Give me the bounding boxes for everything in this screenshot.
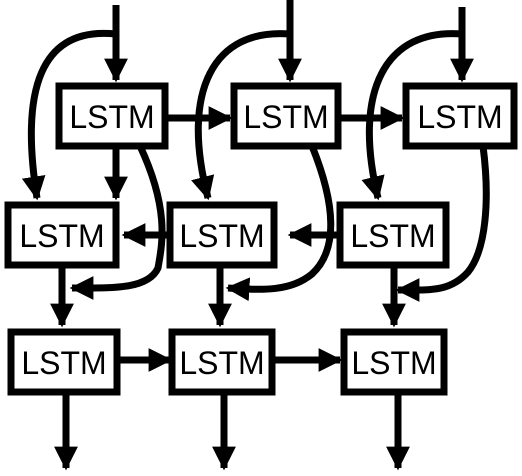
bottom-row: LSTM LSTM LSTM [7, 328, 448, 396]
lstm-cell: LSTM [7, 328, 121, 396]
skip-input-to-middle-2 [191, 30, 291, 201]
lstm-label: LSTM [179, 218, 264, 254]
lstm-cell: LSTM [402, 82, 518, 150]
lstm-cell: LSTM [4, 201, 120, 269]
lstm-label: LSTM [350, 218, 435, 254]
skip-top-to-bottom-2 [225, 144, 335, 302]
skip-input-to-middle-1 [21, 29, 117, 201]
lstm-label: LSTM [417, 99, 502, 135]
lstm-cell: LSTM [340, 328, 448, 396]
lstm-label: LSTM [243, 99, 328, 135]
lstm-cell: LSTM [55, 82, 169, 150]
skip-top-to-bottom-3 [395, 145, 490, 302]
lstm-label: LSTM [19, 218, 104, 254]
lstm-cell: LSTM [168, 328, 276, 396]
lstm-label: LSTM [69, 99, 154, 135]
edges [21, 0, 490, 471]
lstm-cell: LSTM [336, 201, 450, 269]
top-row: LSTM LSTM LSTM [55, 82, 518, 150]
lstm-label: LSTM [351, 345, 436, 381]
skip-input-to-middle-3 [361, 30, 463, 201]
middle-row: LSTM LSTM LSTM [4, 201, 450, 269]
lstm-cell: LSTM [166, 201, 278, 269]
lstm-cell: LSTM [230, 82, 342, 150]
lstm-label: LSTM [179, 345, 264, 381]
skip-top-to-bottom-1 [69, 144, 166, 300]
lstm-label: LSTM [21, 345, 106, 381]
